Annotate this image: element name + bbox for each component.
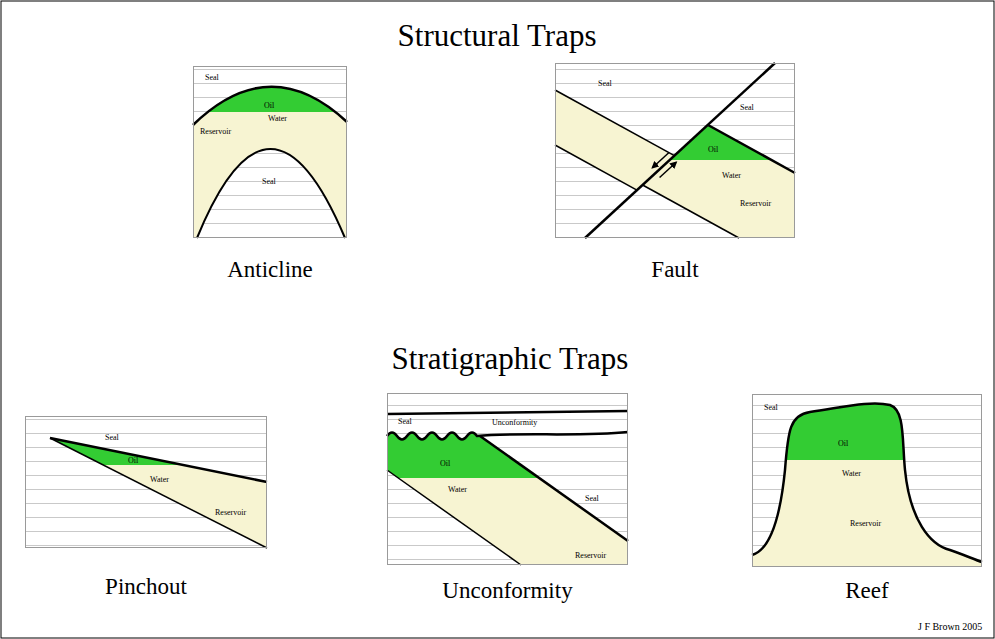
layer-label: Reservoir: [575, 552, 606, 560]
layer-label: Seal: [205, 74, 219, 82]
layer-label: Seal: [105, 434, 119, 442]
layer-label: Oil: [708, 146, 718, 154]
strata: [555, 63, 795, 238]
layer-label: Reservoir: [215, 509, 246, 517]
layer-label: Oil: [440, 460, 450, 468]
strata: [193, 66, 347, 238]
credit-note: J F Brown 2005: [918, 622, 982, 632]
layer-label: Reservoir: [740, 200, 771, 208]
trap-panel: Pinchout: [25, 416, 267, 548]
trap-panel: Reef: [752, 394, 982, 567]
layer-label: Seal: [262, 178, 276, 186]
trap-panel: Fault: [555, 63, 795, 238]
trap-name: Fault: [556, 257, 794, 283]
layer-label: Water: [268, 115, 287, 123]
trap-name: Reef: [753, 578, 981, 604]
fault-figure: [555, 63, 795, 238]
layer-label: Seal: [398, 418, 412, 426]
strata: [25, 416, 267, 548]
layer-label: Reservoir: [200, 128, 231, 136]
pinchout-figure: [50, 438, 267, 548]
layer-label: Oil: [838, 440, 848, 448]
section-heading: Structural Traps: [398, 20, 597, 51]
trap-name: Anticline: [194, 257, 346, 283]
section-heading: Stratigraphic Traps: [392, 343, 629, 374]
strata: [387, 393, 628, 565]
strata: [752, 394, 982, 567]
layer-label: Oil: [264, 102, 274, 110]
anticline-figure: [193, 87, 347, 238]
layer-label: Seal: [764, 404, 778, 412]
trap-name: Unconformity: [388, 578, 627, 604]
layer-label: Unconformity: [492, 419, 537, 427]
layer-label: Reservoir: [850, 520, 881, 528]
reef-figure: [752, 403, 982, 567]
layer-label: Seal: [585, 495, 599, 503]
layer-label: Oil: [128, 457, 138, 465]
layer-label: Water: [448, 486, 467, 494]
layer-label: Seal: [740, 104, 754, 112]
trap-name: Pinchout: [26, 574, 266, 600]
layer-label: Seal: [598, 80, 612, 88]
unconformity-figure: [387, 411, 628, 565]
layer-label: Water: [150, 476, 169, 484]
trap-panel: Anticline: [193, 66, 347, 238]
layer-label: Water: [722, 172, 741, 180]
layer-label: Water: [842, 470, 861, 478]
